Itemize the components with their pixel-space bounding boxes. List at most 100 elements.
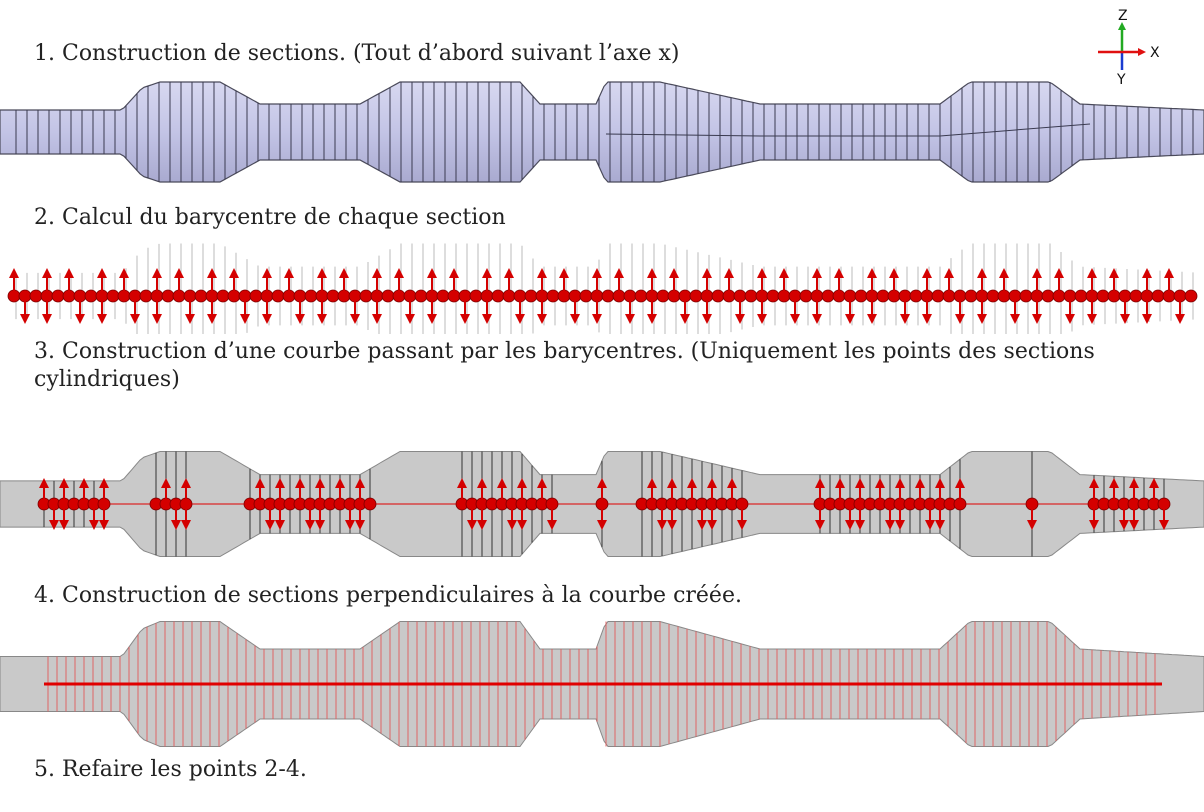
shaft-sections-figure bbox=[0, 81, 1204, 183]
up-arrowhead bbox=[97, 268, 107, 278]
down-arrowhead bbox=[1119, 520, 1129, 530]
down-arrowhead bbox=[345, 520, 355, 530]
section-barycenters-figure bbox=[7, 243, 1198, 334]
up-arrowhead bbox=[667, 478, 677, 488]
barycenter-point bbox=[363, 497, 377, 511]
barycenter-point bbox=[1019, 289, 1033, 303]
down-arrowhead bbox=[867, 314, 877, 324]
up-arrowhead bbox=[779, 268, 789, 278]
barycenter-point bbox=[359, 289, 373, 303]
down-arrowhead bbox=[702, 314, 712, 324]
barycenter-point bbox=[799, 289, 813, 303]
axis-triad-icon: Z X Y bbox=[1098, 8, 1160, 88]
up-arrowhead bbox=[457, 478, 467, 488]
down-arrowhead bbox=[1089, 520, 1099, 530]
down-arrowhead bbox=[955, 314, 965, 324]
up-arrowhead bbox=[482, 268, 492, 278]
down-arrowhead bbox=[130, 314, 140, 324]
down-arrowhead bbox=[275, 520, 285, 530]
down-arrowhead bbox=[597, 520, 607, 530]
barycenter-point bbox=[84, 289, 98, 303]
up-arrowhead bbox=[724, 268, 734, 278]
barycenter-point bbox=[51, 289, 65, 303]
down-arrowhead bbox=[547, 520, 557, 530]
down-arrowhead bbox=[657, 520, 667, 530]
barycenter-point bbox=[271, 289, 285, 303]
up-arrowhead bbox=[39, 478, 49, 488]
up-arrowhead bbox=[255, 478, 265, 488]
down-arrowhead bbox=[1120, 314, 1130, 324]
up-arrowhead bbox=[944, 268, 954, 278]
up-arrowhead bbox=[835, 478, 845, 488]
down-arrowhead bbox=[207, 314, 217, 324]
up-arrowhead bbox=[229, 268, 239, 278]
down-arrowhead bbox=[265, 520, 275, 530]
down-arrowhead bbox=[185, 314, 195, 324]
down-arrowhead bbox=[405, 314, 415, 324]
up-arrowhead bbox=[335, 478, 345, 488]
up-arrowhead bbox=[174, 268, 184, 278]
up-arrowhead bbox=[517, 478, 527, 488]
barycenter-point bbox=[1151, 289, 1165, 303]
barycenter-point bbox=[326, 289, 340, 303]
up-arrowhead bbox=[812, 268, 822, 278]
down-arrowhead bbox=[317, 314, 327, 324]
barycenter-point bbox=[436, 289, 450, 303]
up-arrowhead bbox=[757, 268, 767, 278]
down-arrowhead bbox=[20, 314, 30, 324]
down-arrowhead bbox=[517, 520, 527, 530]
step-4-text: 4. Construction de sections perpendicula… bbox=[34, 583, 742, 608]
down-arrowhead bbox=[845, 314, 855, 324]
barycenter-point bbox=[216, 289, 230, 303]
up-arrowhead bbox=[1109, 478, 1119, 488]
up-arrowhead bbox=[915, 478, 925, 488]
down-arrowhead bbox=[885, 520, 895, 530]
down-arrowhead bbox=[482, 314, 492, 324]
barycenter-point bbox=[601, 289, 615, 303]
up-arrowhead bbox=[707, 478, 717, 488]
down-arrowhead bbox=[570, 314, 580, 324]
axis-y-label: Y bbox=[1116, 72, 1126, 88]
barycenter-point bbox=[711, 289, 725, 303]
down-arrowhead bbox=[812, 314, 822, 324]
up-arrowhead bbox=[119, 268, 129, 278]
barycenter-point bbox=[634, 289, 648, 303]
barycenter-point bbox=[381, 289, 395, 303]
down-arrowhead bbox=[592, 314, 602, 324]
up-arrowhead bbox=[64, 268, 74, 278]
up-arrowhead bbox=[922, 268, 932, 278]
down-arrowhead bbox=[355, 520, 365, 530]
up-arrowhead bbox=[1087, 268, 1097, 278]
up-arrowhead bbox=[647, 268, 657, 278]
down-arrowhead bbox=[152, 314, 162, 324]
down-arrowhead bbox=[49, 520, 59, 530]
barycenter-point bbox=[1184, 289, 1198, 303]
barycenter-point bbox=[766, 289, 780, 303]
up-arrowhead bbox=[889, 268, 899, 278]
axis-x-label: X bbox=[1150, 45, 1160, 61]
down-arrowhead bbox=[1087, 314, 1097, 324]
barycenter-point bbox=[491, 289, 505, 303]
barycenter-point bbox=[986, 289, 1000, 303]
down-arrowhead bbox=[171, 520, 181, 530]
barycenter-point bbox=[821, 289, 835, 303]
barycenter-point bbox=[139, 289, 153, 303]
up-arrowhead bbox=[504, 268, 514, 278]
down-arrowhead bbox=[1010, 314, 1020, 324]
barycenter-curve-figure bbox=[0, 451, 1204, 557]
up-arrowhead bbox=[537, 268, 547, 278]
down-arrowhead bbox=[295, 314, 305, 324]
up-arrowhead bbox=[834, 268, 844, 278]
down-arrowhead bbox=[315, 520, 325, 530]
down-arrowhead bbox=[1032, 314, 1042, 324]
down-arrowhead bbox=[845, 520, 855, 530]
up-arrowhead bbox=[815, 478, 825, 488]
down-arrowhead bbox=[707, 520, 717, 530]
down-arrowhead bbox=[1159, 520, 1169, 530]
down-arrowhead bbox=[697, 520, 707, 530]
up-arrowhead bbox=[702, 268, 712, 278]
up-arrowhead bbox=[1109, 268, 1119, 278]
down-arrowhead bbox=[935, 520, 945, 530]
down-arrowhead bbox=[815, 520, 825, 530]
up-arrowhead bbox=[497, 478, 507, 488]
